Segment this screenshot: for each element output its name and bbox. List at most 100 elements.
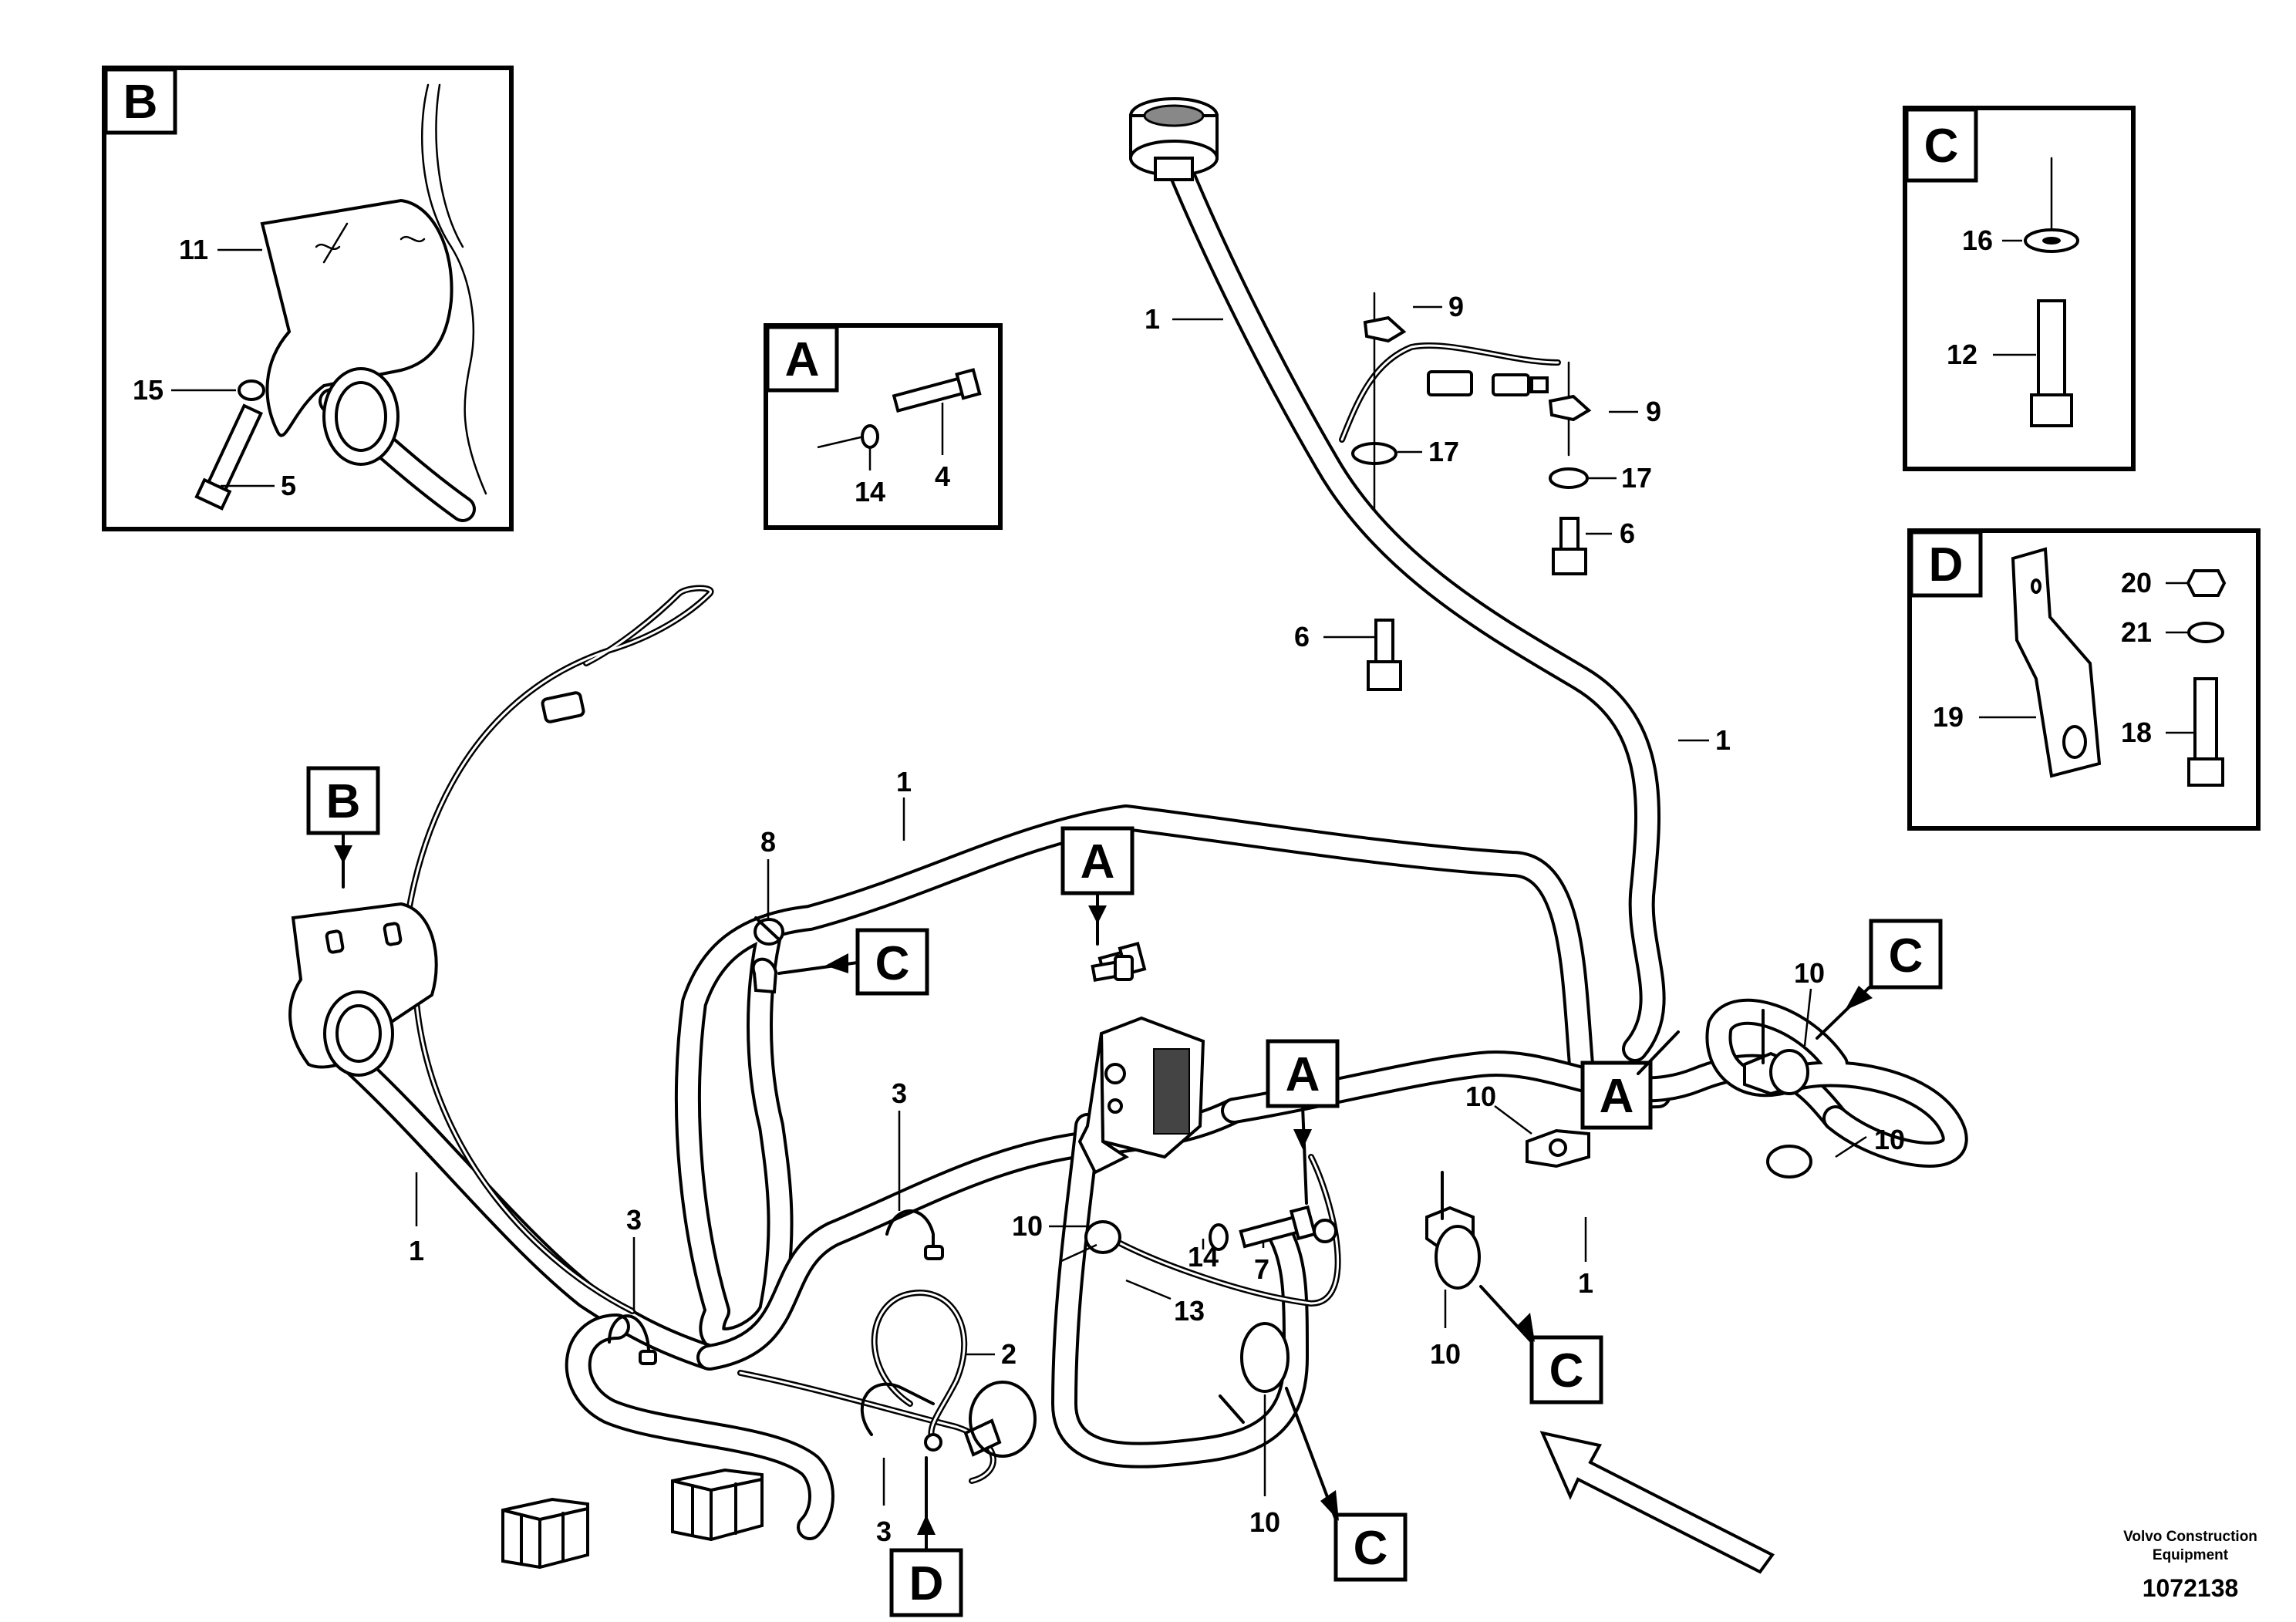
bolt-icon [1239, 1205, 1317, 1249]
brand-line-2: Equipment [2153, 1547, 2229, 1563]
detail-inset-d: D 20 21 18 19 [1907, 528, 2261, 831]
clamp-icon [1425, 1171, 1481, 1290]
callout-18: 18 [2121, 717, 2152, 748]
bolt-icon [1091, 955, 1134, 982]
callout-14-a: 14 [855, 476, 885, 508]
callout-1-center: 1 [1578, 1267, 1593, 1299]
document-number: 1072138 [2143, 1574, 2239, 1602]
tag-a-upper-letter: A [1081, 835, 1115, 889]
inset-a-letter: A [785, 333, 820, 386]
sensor-icon [541, 691, 585, 723]
tag-c-right-letter: C [1889, 929, 1923, 983]
callout-4: 4 [935, 460, 950, 492]
clamp-icon [1363, 315, 1407, 343]
callout-10-lower: 10 [1249, 1506, 1280, 1538]
clamp-icon [1548, 394, 1592, 422]
control-unit-icon [1077, 1016, 1205, 1175]
washer-icon [1209, 1223, 1229, 1251]
inset-b-letter: B [123, 76, 158, 129]
detail-tag-a-upper: A [1060, 826, 1135, 946]
callout-1-top: 1 [1145, 303, 1160, 335]
callout-11: 11 [179, 234, 208, 265]
figure-footer: Volvo Construction Equipment 1072138 [2123, 1529, 2257, 1602]
tag-c-lower-letter: C [1354, 1522, 1388, 1575]
cable-tie [608, 1314, 651, 1359]
detail-tag-d: D [889, 1456, 963, 1617]
detail-tag-a-middle: A [1266, 1039, 1340, 1205]
bolt-icon [892, 368, 982, 413]
inset-d-letter: D [1929, 538, 1964, 592]
cable-tie [885, 1209, 935, 1251]
detail-inset-c: C 16 12 [1903, 106, 2136, 471]
washer-icon [2187, 622, 2224, 643]
tag-c-upper-letter: C [875, 937, 910, 990]
callout-14-main: 14 [1188, 1241, 1219, 1273]
detail-tag-c-upper: C [777, 928, 929, 996]
callout-1-middle: 1 [896, 766, 912, 798]
grommet-b-main [288, 902, 438, 1077]
ring-terminal [1313, 1219, 1337, 1243]
bolt-icon [1367, 619, 1402, 691]
callout-5: 5 [281, 470, 296, 501]
callout-7: 7 [1254, 1253, 1269, 1285]
grommet-10 [1240, 1322, 1290, 1393]
connector-icon [963, 1418, 1002, 1457]
callout-20: 20 [2121, 567, 2152, 599]
callout-12: 12 [1947, 339, 1977, 370]
bracket-19 [2011, 547, 2102, 778]
bolt-icon [194, 403, 264, 511]
callout-10-right: 10 [1874, 1124, 1905, 1155]
detail-inset-a: A 14 4 [764, 323, 1003, 530]
washer-icon [1549, 467, 1589, 489]
nut-icon [2186, 569, 2227, 597]
tag-b-letter: B [326, 775, 361, 828]
arrow-icon [1539, 1431, 1775, 1574]
connector-icon [1129, 97, 1219, 181]
detail-inset-b: B 11 15 5 [102, 66, 514, 531]
bolt-icon [2187, 677, 2224, 787]
connector-block-right [671, 1468, 764, 1542]
callout-8: 8 [760, 826, 776, 858]
callout-3-middle: 3 [892, 1077, 907, 1109]
callout-21: 21 [2121, 616, 2152, 648]
main-harness [334, 157, 1968, 1540]
callout-9-right: 9 [1646, 396, 1661, 427]
clamp-icon [751, 957, 778, 994]
tag-c-middle-letter: C [1549, 1344, 1584, 1398]
detail-tag-c-right: C [1816, 919, 1943, 1040]
brand-line-1: Volvo Construction [2123, 1529, 2257, 1545]
detail-tag-c-lower: C [1285, 1387, 1408, 1582]
callout-10-middle: 10 [1430, 1338, 1461, 1370]
callout-1-right: 1 [1715, 724, 1731, 756]
callout-2: 2 [1001, 1338, 1017, 1370]
callout-10-top: 10 [1794, 957, 1825, 989]
detail-tag-a-right: A [1580, 1030, 1680, 1130]
callout-3-left: 3 [626, 1204, 642, 1236]
callout-17-right: 17 [1621, 462, 1652, 494]
cable-tie [860, 1382, 935, 1436]
callout-3-lower: 3 [876, 1516, 892, 1547]
callout-6-right: 6 [1620, 518, 1635, 549]
tag-d-letter: D [909, 1557, 944, 1610]
detail-tag-c-middle: C [1479, 1285, 1603, 1404]
callout-10-a: 10 [1465, 1081, 1496, 1112]
callout-16: 16 [1962, 224, 1993, 256]
washer-icon [238, 379, 265, 401]
callout-13: 13 [1174, 1295, 1205, 1327]
clamp-icon [1766, 1145, 1812, 1179]
inset-c-letter: C [1924, 120, 1959, 173]
plug-connector [1427, 370, 1549, 396]
callout-9-top: 9 [1448, 291, 1464, 322]
callout-10-ecu: 10 [1012, 1210, 1043, 1242]
callout-1-left: 1 [409, 1235, 424, 1266]
tag-a-middle-letter: A [1286, 1048, 1320, 1101]
bolt-icon [1552, 517, 1587, 575]
washer-icon [861, 424, 879, 449]
callout-6-left: 6 [1294, 621, 1310, 653]
clamp-icon [1526, 1128, 1590, 1168]
detail-tag-b: B [306, 766, 380, 889]
callouts-main: 1 9 9 17 17 6 6 1 1 8 1 3 3 3 2 10 13 [409, 291, 1905, 1547]
callout-15: 15 [133, 374, 164, 406]
callout-17-left: 17 [1428, 436, 1459, 467]
